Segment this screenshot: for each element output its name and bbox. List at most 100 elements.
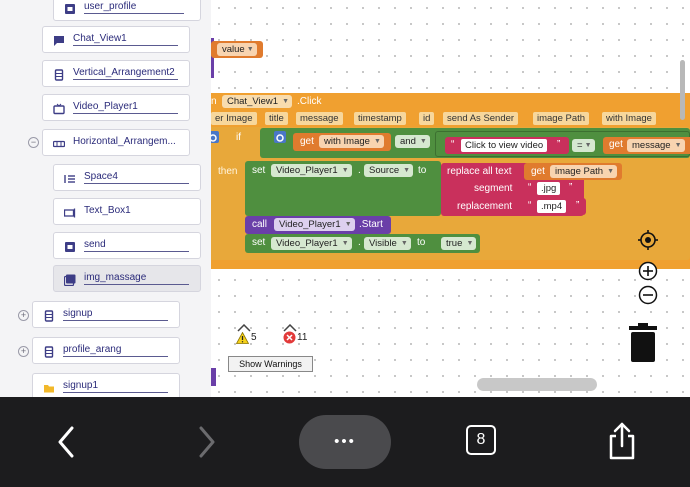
- component-dropdown[interactable]: Video_Player1▼: [271, 164, 352, 177]
- property-text: Source: [369, 165, 400, 176]
- gear-icon[interactable]: [211, 131, 219, 143]
- param-chip[interactable]: timestamp: [354, 112, 406, 125]
- more-options-button[interactable]: •••: [299, 415, 391, 469]
- tree-item-send[interactable]: send: [53, 232, 201, 259]
- tree-item-profile-arang[interactable]: profile_arang: [32, 337, 180, 364]
- quote-close: ”: [557, 139, 561, 150]
- true-text: true: [446, 238, 463, 249]
- component-text: Video_Player1: [279, 219, 341, 230]
- blocks-workspace[interactable]: value▼ n Chat_View1▼ .Click er Image tit…: [211, 0, 690, 397]
- collapse-icon[interactable]: −: [28, 137, 39, 148]
- get-message-block[interactable]: get message▼: [603, 137, 690, 154]
- tree-item-horizontal-arrangement[interactable]: Horizontal_Arrangem...: [42, 129, 190, 156]
- button-icon: [64, 240, 76, 252]
- component-dropdown[interactable]: Video_Player1▼: [271, 237, 352, 250]
- warning-toggle-up-icon[interactable]: [237, 319, 251, 332]
- value-chip[interactable]: value▼: [217, 43, 257, 56]
- quote-open: “: [451, 139, 455, 150]
- property-dropdown[interactable]: Source▼: [364, 164, 414, 177]
- param-chip[interactable]: image Path: [533, 112, 590, 125]
- param-chip[interactable]: id: [419, 112, 435, 125]
- tree-item-user-profile[interactable]: user_profile: [53, 0, 201, 21]
- chevron-down-icon: ▼: [246, 46, 254, 53]
- tree-item-video-player1[interactable]: Video_Player1: [42, 94, 190, 121]
- value-label: value: [222, 44, 245, 55]
- text-literal-block[interactable]: “ Click to view video ”: [445, 137, 569, 154]
- partial-block-edge: [211, 38, 214, 78]
- variable-text: image Path: [555, 166, 604, 177]
- error-toggle-up-icon[interactable]: [283, 319, 297, 332]
- value-block[interactable]: value▼: [211, 41, 263, 58]
- then-label: then: [218, 166, 238, 177]
- event-when-label: n: [211, 96, 217, 107]
- property-dropdown[interactable]: Visible▼: [364, 237, 411, 250]
- tree-item-label: Video_Player1: [73, 101, 178, 114]
- set-source-block[interactable]: set Video_Player1▼ . Source▼ to: [245, 161, 441, 216]
- param-chip[interactable]: send As Sender: [443, 112, 519, 125]
- tree-item-signup1[interactable]: signup1: [32, 373, 180, 397]
- true-dropdown[interactable]: true▼: [441, 237, 477, 250]
- zoom-out-icon[interactable]: [638, 285, 658, 305]
- tree-item-vertical-arrangement2[interactable]: Vertical_Arrangement2: [42, 60, 190, 87]
- tree-item-label: Space4: [84, 171, 189, 184]
- if-label: if: [236, 132, 241, 143]
- set-visible-block[interactable]: set Video_Player1▼ . Visible▼ to true▼: [245, 234, 480, 253]
- image-icon: [63, 273, 76, 287]
- trash-icon[interactable]: [628, 323, 658, 363]
- tree-item-space4[interactable]: Space4: [53, 164, 201, 191]
- share-icon[interactable]: [605, 421, 639, 461]
- tree-item-label: profile_arang: [63, 344, 168, 357]
- dot-label: .: [358, 165, 361, 176]
- component-text: Video_Player1: [276, 238, 338, 249]
- replacement-value[interactable]: .mp4: [537, 200, 567, 213]
- tree-item-img-massage[interactable]: img_massage: [53, 265, 201, 292]
- component-dropdown[interactable]: Video_Player1▼: [274, 218, 355, 231]
- segment-value[interactable]: .jpg: [537, 182, 561, 195]
- gear-icon[interactable]: [274, 131, 286, 143]
- vertical-arrangement-icon: [53, 68, 65, 81]
- get-image-path-block[interactable]: get image Path▼: [524, 163, 622, 180]
- tree-item-label: signup: [63, 308, 168, 321]
- to-label: to: [418, 165, 427, 176]
- show-warnings-button[interactable]: Show Warnings: [228, 356, 313, 372]
- and-operator-dropdown[interactable]: and▼: [395, 135, 430, 148]
- more-options-label: •••: [334, 433, 356, 450]
- horizontal-scrollbar[interactable]: [477, 378, 597, 391]
- vertical-arrangement-icon: [43, 309, 55, 322]
- param-chip[interactable]: with Image: [602, 112, 656, 125]
- call-start-block[interactable]: call Video_Player1▼ .Start: [245, 216, 391, 234]
- param-chip[interactable]: message: [296, 112, 343, 125]
- variable-dropdown[interactable]: image Path▼: [550, 165, 618, 178]
- text-value[interactable]: Click to view video: [461, 139, 548, 152]
- chevron-down-icon: ▼: [674, 142, 682, 149]
- chevron-down-icon: ▼: [341, 167, 349, 174]
- chevron-down-icon: ▼: [282, 98, 290, 105]
- expand-icon[interactable]: +: [18, 310, 29, 321]
- tabs-button[interactable]: 8: [466, 425, 496, 455]
- recenter-icon[interactable]: [638, 230, 658, 250]
- param-chip[interactable]: title: [265, 112, 288, 125]
- partial-block-edge: [211, 368, 216, 386]
- back-icon[interactable]: [56, 426, 76, 458]
- tree-item-text-box1[interactable]: Text_Box1: [53, 198, 201, 225]
- variable-dropdown[interactable]: message▼: [627, 139, 685, 152]
- param-chip[interactable]: er Image: [211, 112, 257, 125]
- expand-icon[interactable]: +: [18, 346, 29, 357]
- and-text: and: [400, 136, 416, 147]
- vertical-scrollbar[interactable]: [680, 60, 685, 120]
- zoom-in-icon[interactable]: [638, 261, 658, 281]
- variable-dropdown[interactable]: with Image▼: [319, 135, 384, 148]
- replacement-text-block[interactable]: “ .mp4 ”: [524, 198, 586, 215]
- tree-item-signup[interactable]: signup: [32, 301, 180, 328]
- chevron-down-icon: ▼: [607, 168, 615, 175]
- set-label: set: [252, 165, 266, 176]
- event-component-dropdown[interactable]: Chat_View1▼: [222, 95, 293, 108]
- equals-operator-dropdown[interactable]: =▼: [572, 139, 595, 152]
- get-with-image-block[interactable]: get with Image▼: [293, 133, 391, 151]
- property-text: Visible: [369, 238, 397, 249]
- tree-item-label: Vertical_Arrangement2: [73, 67, 178, 80]
- segment-text-block[interactable]: “ .jpg ”: [524, 180, 579, 197]
- tab-count: 8: [476, 431, 486, 448]
- tree-item-label: signup1: [63, 380, 168, 393]
- tree-item-chat-view1[interactable]: Chat_View1: [42, 26, 190, 53]
